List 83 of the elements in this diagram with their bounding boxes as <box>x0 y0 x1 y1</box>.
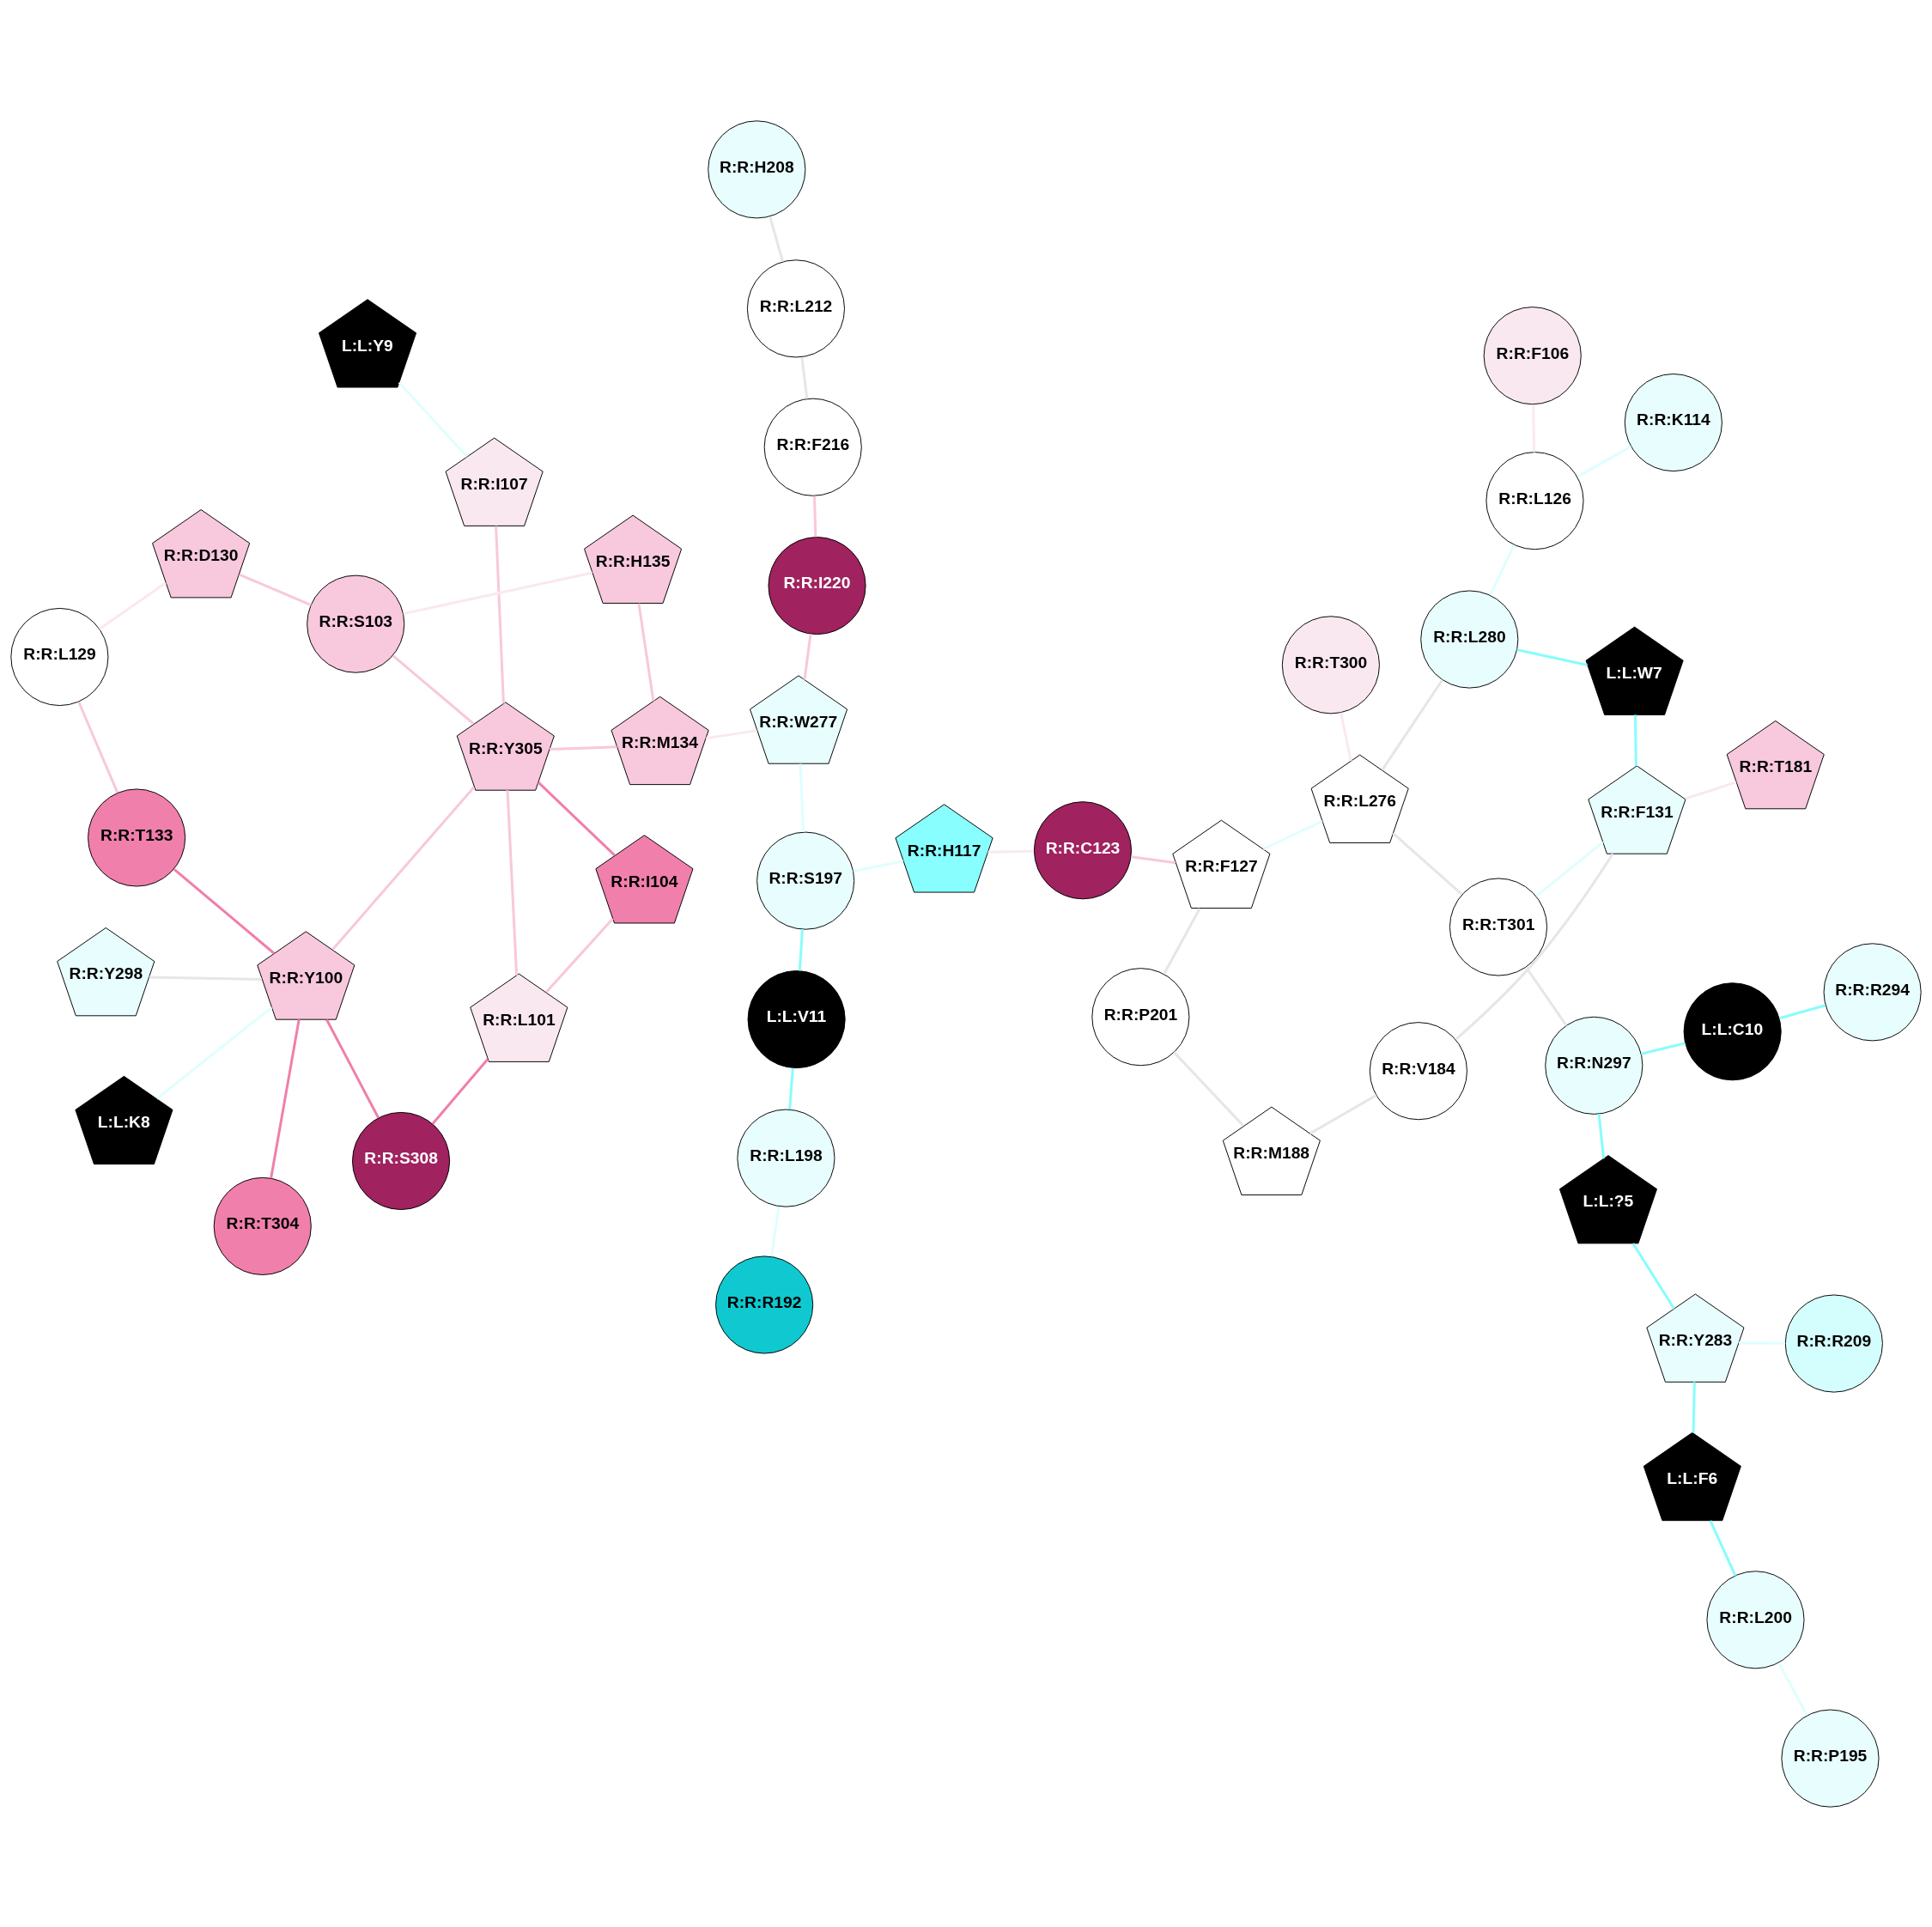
node-circle: R:R:V184 <box>1369 1021 1467 1120</box>
connector <box>1525 966 1568 1026</box>
connector <box>239 573 312 606</box>
node-circle: R:R:R192 <box>715 1255 814 1353</box>
connector <box>1173 1050 1245 1127</box>
node-circle: L:L:V11 <box>747 970 846 1068</box>
connector <box>1516 647 1588 666</box>
connector <box>1340 712 1352 761</box>
node-circle: R:R:P195 <box>1781 1709 1880 1808</box>
node-circle: R:R:C123 <box>1033 800 1133 899</box>
connector <box>800 356 809 398</box>
connector <box>77 701 119 793</box>
connector <box>1131 854 1176 864</box>
connector <box>987 849 1035 854</box>
node-circle: R:R:R294 <box>1823 942 1922 1041</box>
connector <box>706 728 757 739</box>
connector <box>798 928 804 970</box>
connector <box>1577 445 1632 477</box>
connector <box>173 867 276 954</box>
connector <box>1309 1093 1377 1134</box>
node-circle: R:R:F216 <box>763 398 862 496</box>
connector <box>1392 831 1463 896</box>
node-circle: L:L:C10 <box>1683 982 1782 1080</box>
node-circle: R:R:I220 <box>768 536 866 635</box>
connector <box>550 745 617 751</box>
connector <box>98 581 167 630</box>
connector <box>770 1206 781 1256</box>
connector <box>1381 678 1444 770</box>
connector <box>506 789 519 976</box>
connector <box>1597 1113 1605 1158</box>
node-circle: R:R:N297 <box>1545 1016 1643 1115</box>
connector <box>788 1067 794 1109</box>
connector <box>1641 1041 1686 1055</box>
node-circle: R:R:T133 <box>88 787 186 887</box>
node-circle: R:R:S103 <box>307 574 405 673</box>
connector <box>1535 840 1604 897</box>
connector <box>331 786 476 951</box>
connector <box>392 653 475 725</box>
node-circle: R:R:L200 <box>1706 1570 1805 1669</box>
node-circle: R:R:T301 <box>1449 877 1548 976</box>
connector <box>403 570 593 615</box>
connector <box>1709 1519 1737 1576</box>
connector <box>1489 544 1516 596</box>
node-circle: R:R:L129 <box>10 607 109 706</box>
node-circle: R:R:R209 <box>1784 1294 1883 1393</box>
node-circle: R:R:L126 <box>1485 451 1584 550</box>
node-circle: R:R:S308 <box>352 1111 451 1210</box>
connector <box>325 1018 380 1118</box>
connector <box>1532 404 1536 452</box>
connector <box>1692 1381 1696 1433</box>
connector <box>1777 1662 1808 1716</box>
connector <box>812 495 817 537</box>
connector <box>853 859 904 872</box>
node-circle: R:R:P201 <box>1091 967 1190 1066</box>
connector <box>149 976 263 981</box>
connector <box>1262 819 1323 850</box>
node-circle: R:R:F106 <box>1483 306 1582 404</box>
connector <box>1633 714 1637 766</box>
connector <box>1631 1242 1675 1310</box>
node-circle: R:R:L280 <box>1420 590 1519 689</box>
connector <box>1455 852 1614 1041</box>
connector <box>544 917 614 994</box>
connector <box>769 216 784 262</box>
node-circle: R:R:T304 <box>213 1176 312 1275</box>
node-circle: R:R:S197 <box>756 831 855 930</box>
connector <box>1779 1003 1826 1019</box>
connector <box>1685 780 1737 800</box>
connector <box>538 781 616 856</box>
connector <box>270 1018 301 1178</box>
node-circle: R:R:K114 <box>1624 373 1722 471</box>
connector <box>431 1057 489 1125</box>
node-circle: R:R:T300 <box>1281 615 1380 714</box>
node-circle: R:R:L212 <box>746 258 845 357</box>
connector <box>803 633 812 680</box>
connector <box>398 381 468 458</box>
node-circle: R:R:H208 <box>708 119 806 218</box>
connector <box>799 763 805 832</box>
connector <box>1738 1340 1785 1345</box>
connector <box>637 603 655 701</box>
connector <box>155 1006 273 1100</box>
node-circle: R:R:L198 <box>737 1109 835 1207</box>
connector <box>495 526 505 703</box>
connector <box>1163 907 1201 975</box>
